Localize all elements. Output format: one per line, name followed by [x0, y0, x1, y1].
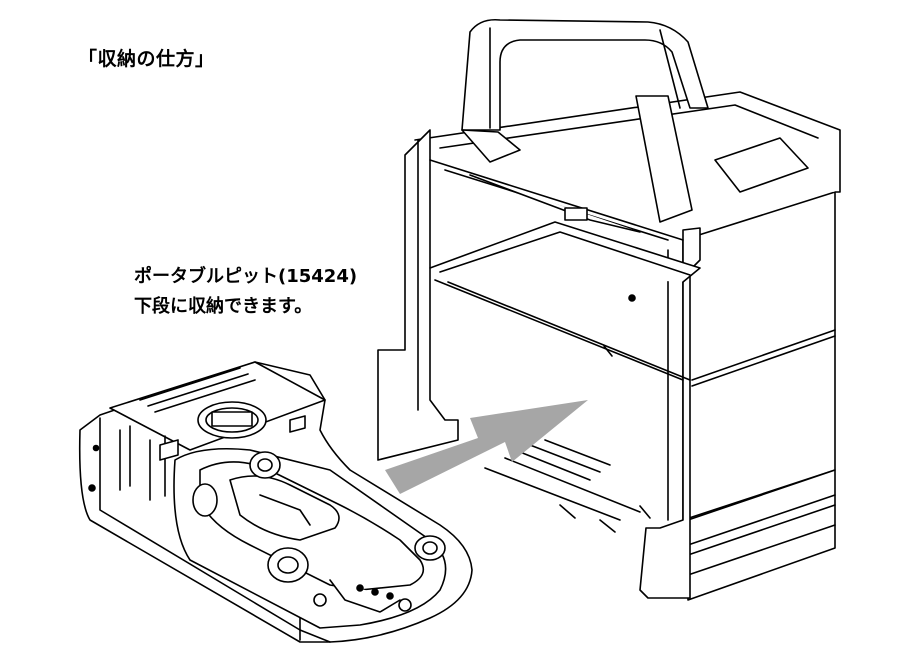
- storage-caption: ポータブルピット(15424) 下段に収納できます。: [134, 262, 357, 322]
- car-wheel-front-left: [193, 484, 217, 516]
- caption-line-product: ポータブルピット(15424): [134, 266, 358, 287]
- insert-arrow-icon: [385, 400, 588, 494]
- mini-4wd-car: [193, 452, 445, 612]
- instruction-title: 「収納の仕方」: [78, 48, 215, 70]
- carry-case-illustration: [378, 20, 840, 600]
- case-handle: [462, 20, 708, 130]
- portable-pit-with-car-illustration: [80, 362, 472, 642]
- caption-line-instruction: 下段に収納できます。: [134, 296, 313, 317]
